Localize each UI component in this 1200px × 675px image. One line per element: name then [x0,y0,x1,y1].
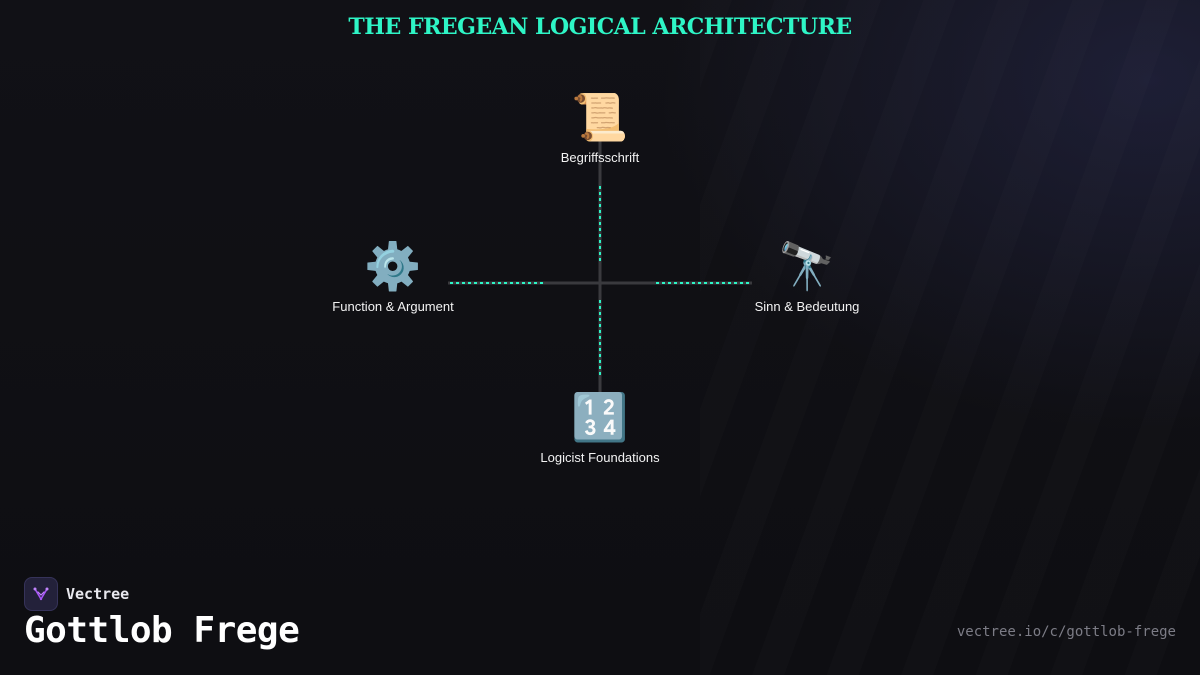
node-label: Sinn & Bedeutung [754,299,860,314]
node-label: Logicist Foundations [540,450,660,465]
gear-icon: ⚙️ [364,239,422,293]
brand[interactable]: Vectree [24,577,129,611]
node-label: Function & Argument [332,299,454,314]
node-function-argument: ⚙️ Function & Argument [283,239,503,314]
vectree-logo-icon [24,577,58,611]
scroll-icon: 📜 [571,90,629,144]
brand-name: Vectree [66,585,130,603]
subject-title: Gottlob Frege [24,610,300,651]
node-sinn-bedeutung: 🔭 Sinn & Bedeutung [697,239,917,314]
node-logicist-foundations: 🔢 Logicist Foundations [490,390,710,465]
numbers-icon: 🔢 [571,390,629,444]
node-begriffsschrift: 📜 Begriffsschrift [490,90,710,165]
diagram-title: THE FREGEAN LOGICAL ARCHITECTURE [348,14,852,40]
node-label: Begriffsschrift [560,150,640,165]
source-url[interactable]: vectree.io/c/gottlob-frege [956,624,1176,640]
telescope-icon: 🔭 [778,239,836,293]
